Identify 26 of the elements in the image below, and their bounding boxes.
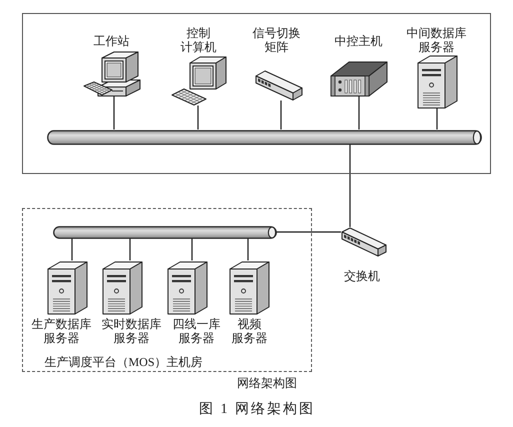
device-label: 中间数据库服务器 <box>406 26 466 54</box>
figure-caption: 图 1 网络架构图 <box>199 402 315 418</box>
connector-line <box>358 96 360 130</box>
device-label: 四线一库服务器 <box>172 316 220 344</box>
device-label: 中控主机 <box>334 34 382 48</box>
device-label: 信号切换矩阵 <box>252 26 300 54</box>
figure-label: 网络架构图 <box>237 376 297 390</box>
connector-line <box>191 238 193 260</box>
group-label: 生产调度平台（MOS）主机房 <box>44 354 203 368</box>
connector-line <box>280 100 282 130</box>
connector-line <box>247 238 249 260</box>
enclosure-frame <box>22 13 491 174</box>
connector-line <box>113 96 115 130</box>
connector-line <box>276 231 341 233</box>
device-label: 生产数据库服务器 <box>32 316 92 344</box>
connector-line <box>129 238 131 260</box>
device-label: 实时数据库服务器 <box>102 316 162 344</box>
connector-line <box>71 238 73 260</box>
device-label: 工作站 <box>94 34 130 48</box>
connector-line <box>197 106 199 130</box>
device-label: 控制计算机 <box>180 26 216 54</box>
connector-line <box>436 108 438 130</box>
connector-line <box>349 144 351 227</box>
device-label: 交换机 <box>344 269 380 283</box>
dashed-frame <box>22 208 312 372</box>
device-label: 视频服务器 <box>232 316 268 344</box>
